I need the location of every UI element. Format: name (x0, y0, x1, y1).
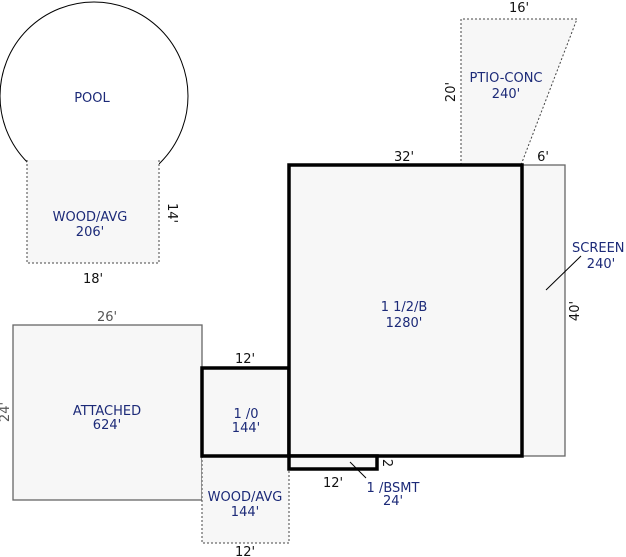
screen-area[interactable]: SCREEN 240' 6' 40' (521, 150, 625, 457)
wood-deck-upper-shape (26, 160, 160, 264)
basement-area[interactable]: 1 /BSMT 24' 12' 2 (287, 454, 420, 509)
basement-arrow (349, 461, 367, 479)
pool-label: POOL (74, 91, 110, 106)
screen-arrow (545, 255, 582, 291)
main-house-shape (287, 163, 524, 458)
basement-shape (287, 454, 379, 471)
main-house-area[interactable]: 1 1/2/B 1280' 32' (287, 150, 524, 458)
patio-dim-top: 16' (509, 1, 529, 16)
patio-shape (460, 18, 578, 166)
one-story-label: 1 /0 (233, 407, 258, 422)
attached-shape (12, 324, 203, 501)
basement-area-value: 24' (383, 494, 403, 509)
basement-dim-bottom: 12' (323, 476, 343, 491)
basement-dim-side: 2 (379, 459, 394, 467)
screen-dim-top: 6' (537, 150, 549, 165)
wood-deck-lower-label: WOOD/AVG (208, 490, 283, 505)
wood-deck-lower-dim-bottom: 12' (235, 545, 255, 557)
wood-deck-lower-area-value: 144' (231, 505, 259, 520)
attached-area[interactable]: ATTACHED 624' 26' 24' (0, 310, 203, 501)
attached-label: ATTACHED (73, 404, 141, 419)
main-house-label: 1 1/2/B (381, 300, 428, 315)
attached-dim-side: 24' (0, 402, 13, 422)
patio-dim-side: 20' (444, 82, 459, 102)
patio-label: PTIO-CONC (469, 71, 542, 86)
wood-deck-upper-area[interactable]: WOOD/AVG 206' 14' 18' (26, 160, 179, 287)
one-story-dim-top: 12' (235, 352, 255, 367)
wood-deck-lower-area[interactable]: WOOD/AVG 144' 12' (201, 456, 290, 557)
basement-label: 1 /BSMT (367, 481, 420, 496)
wood-deck-upper-dim-side: 14' (164, 203, 179, 223)
one-story-shape (200, 366, 291, 458)
attached-dim-top: 26' (97, 310, 117, 325)
one-story-area[interactable]: 1 /0 144' 12' (200, 352, 291, 458)
patio-area[interactable]: PTIO-CONC 240' 16' 20' (444, 1, 578, 166)
wood-deck-lower-shape (201, 456, 290, 544)
wood-deck-upper-area-value: 206' (76, 225, 104, 240)
main-house-area-value: 1280' (386, 316, 423, 331)
screen-shape (521, 164, 566, 457)
screen-label: SCREEN (572, 241, 625, 256)
wood-deck-upper-label: WOOD/AVG (53, 210, 128, 225)
wood-deck-upper-dim-bottom: 18' (83, 272, 103, 287)
patio-area-value: 240' (492, 87, 520, 102)
main-house-dim-top: 32' (394, 150, 414, 165)
one-story-area-value: 144' (232, 421, 260, 436)
screen-dim-side: 40' (568, 301, 583, 321)
attached-area-value: 624' (93, 418, 121, 433)
screen-area-value: 240' (587, 257, 615, 272)
